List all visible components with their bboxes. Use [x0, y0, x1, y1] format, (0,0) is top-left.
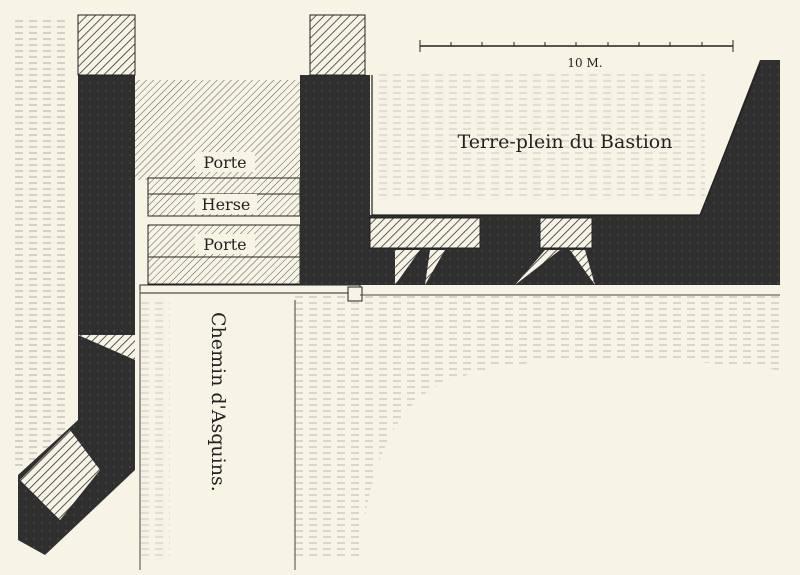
right-wall — [300, 75, 370, 285]
ground-bastion — [375, 70, 705, 200]
label-bastion: Terre-plein du Bastion — [458, 131, 673, 153]
gate-threshold — [147, 256, 301, 285]
bastion-outline — [371, 64, 761, 216]
road-left-texture — [140, 300, 170, 560]
left-wall-cap — [77, 14, 136, 76]
left-wall — [18, 75, 135, 555]
curtain-embrasure-2 — [539, 217, 593, 249]
curtain-embrasure-1-splay — [395, 250, 445, 285]
curtain-embrasure-1 — [369, 217, 481, 249]
left-embrasure-2 — [20, 430, 100, 520]
curtain-embrasure-2-splay — [515, 250, 595, 285]
small-post — [347, 286, 363, 302]
scale-bar — [419, 40, 734, 52]
label-scale: 10 M. — [567, 56, 602, 70]
label-road: Chemin d'Asquins. — [207, 312, 229, 492]
threshold-line — [139, 284, 361, 294]
road-edge-texture — [295, 295, 780, 560]
label-porte-top: Porte — [203, 153, 246, 172]
ground-left — [15, 20, 70, 470]
gate-vault — [135, 80, 300, 180]
left-embrasure — [78, 335, 135, 360]
label-herse: Herse — [202, 195, 251, 214]
label-porte-bottom: Porte — [203, 235, 246, 254]
road-outline — [139, 290, 780, 570]
right-wall-cap — [309, 14, 366, 76]
